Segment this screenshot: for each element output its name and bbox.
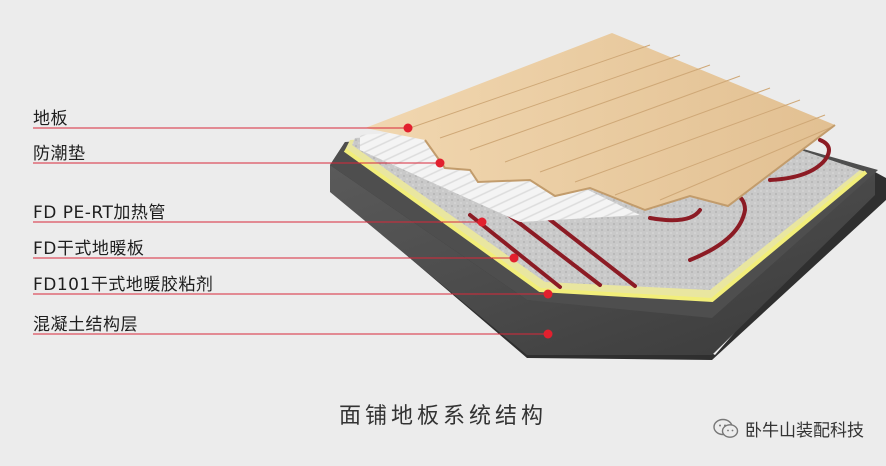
label-concrete: 混凝土结构层 [33, 315, 138, 335]
leader-dots [403, 123, 553, 339]
wechat-icon [713, 418, 739, 438]
label-moisture-pad: 防潮垫 [33, 144, 86, 164]
brand-watermark: 卧牛山装配科技 [713, 416, 864, 441]
label-adhesive: FD101干式地暖胶粘剂 [33, 275, 214, 295]
leader-lines [33, 127, 548, 335]
brand-name: 卧牛山装配科技 [745, 421, 864, 441]
wood-floor-layer [365, 33, 836, 212]
label-heating-pipe: FD PE-RT加热管 [33, 203, 166, 223]
diagram-caption: 面铺地板系统结构 [338, 404, 547, 429]
label-heating-board: FD干式地暖板 [33, 239, 145, 259]
label-floor: 地板 [33, 109, 68, 129]
heating-pipes [468, 138, 831, 289]
